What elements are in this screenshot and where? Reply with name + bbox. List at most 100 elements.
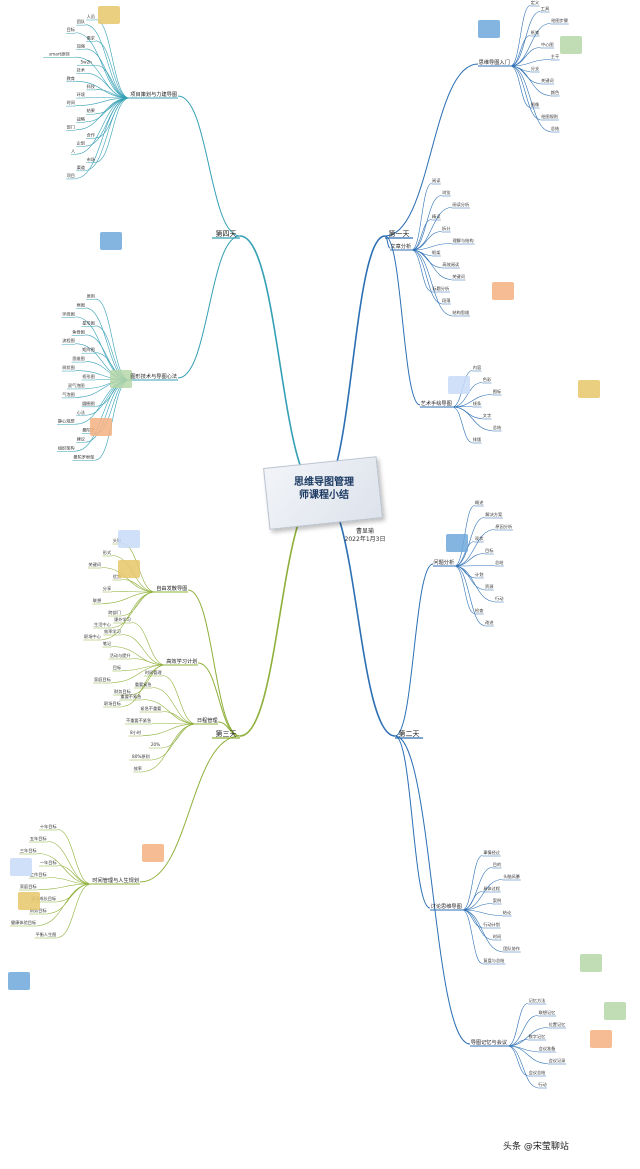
day-label-3: 第二天 (399, 729, 420, 738)
illustration-icon (110, 370, 132, 388)
leaf-line (411, 243, 452, 251)
illustration-icon (8, 972, 30, 990)
leaf-text: 定义 (531, 0, 540, 6)
branch-label: 导图记忆与会议 (471, 1038, 508, 1046)
leaf-text: smart原则 (49, 51, 70, 58)
sub-branch-line (394, 735, 471, 1045)
leaf-text: 星形图 (82, 319, 95, 326)
leaf-line (37, 883, 92, 890)
leaf-text: 颜色 (551, 89, 560, 96)
leaf-text: 市场 (87, 156, 95, 163)
sub-branch-line (187, 589, 241, 737)
leaf-text: 会议总结 (529, 1069, 546, 1076)
leaf-text: 效率 (134, 765, 142, 772)
connector-lines (37, 5, 551, 1088)
leaf-line (57, 829, 92, 885)
leaf-text: 改进 (485, 619, 494, 626)
branch-label: 思维导图入门 (479, 58, 510, 66)
leaf-text: 学习成长目标 (31, 895, 56, 902)
illustration-icon (492, 282, 514, 300)
leaf-text: 标题分析 (432, 285, 449, 292)
leaf-text: 平衡人生图 (35, 931, 56, 938)
leaf-line (507, 1045, 528, 1076)
leaf-text: 双气泡图 (68, 382, 85, 389)
branch-label: 艺术手绘导图 (421, 399, 452, 407)
leaf-text: 纸笔 (531, 29, 539, 36)
leaf-text: 联想 (93, 597, 101, 604)
leaf-text: 环境 (77, 91, 85, 98)
leaf-line (507, 1015, 538, 1047)
leaf-text: 记忆方法 (529, 997, 546, 1004)
leaf-text: 需求 (87, 34, 96, 41)
leaf-line (411, 249, 442, 304)
leaf-text: 团队协作 (503, 945, 521, 952)
leaf-text: 框架 (432, 249, 440, 256)
leaf-line (101, 591, 156, 604)
leaf-line (152, 687, 197, 725)
leaf-line (57, 865, 92, 885)
leaf-text: 文字 (483, 412, 491, 419)
leaf-text: 曼陀罗 (82, 427, 95, 434)
illustration-icon (448, 376, 470, 394)
day-label-1: 第三天 (216, 729, 237, 738)
illustration-icon (478, 20, 500, 38)
leaf-text: 行动计划 (483, 921, 500, 928)
leaf-text: 绘图规则 (541, 113, 558, 120)
leaf-text: 框图 (77, 301, 85, 308)
leaf-line (85, 48, 130, 99)
leaf-line (507, 1045, 548, 1064)
leaf-line (121, 634, 166, 666)
leaf-text: 重要不紧急 (120, 693, 141, 700)
leaf-line (37, 883, 92, 926)
leaf-line (454, 553, 485, 567)
leaf-text: 矩阵图 (82, 346, 95, 353)
leaf-text: 总结 (493, 424, 501, 431)
sub-branch-line (197, 662, 241, 737)
leaf-text: 高效阅读 (442, 261, 459, 268)
leaf-text: 主干 (551, 53, 559, 60)
leaf-text: 桥形图 (82, 373, 95, 380)
leaf-line (111, 664, 166, 683)
leaf-text: 曼陀罗框架 (73, 454, 94, 461)
leaf-line (454, 565, 495, 602)
leaf-text: 流程图 (62, 337, 75, 344)
sub-branch-line (217, 721, 241, 737)
leaf-line (131, 664, 166, 695)
illustration-icon (446, 534, 468, 552)
leaf-text: 检查 (475, 607, 484, 614)
leaf-text: 人 (71, 149, 76, 154)
sub-branch-line (394, 735, 431, 909)
leaf-line (411, 231, 442, 251)
leaf-line (510, 65, 551, 132)
leaf-text: 头脑 (113, 537, 121, 544)
leaf-text: 工作目标 (30, 871, 47, 878)
leaf-text: 建议 (77, 436, 86, 443)
leaf-line (75, 97, 130, 155)
leaf-line (57, 883, 92, 938)
sub-branch-line (384, 63, 479, 237)
leaf-text: 渠道 (77, 164, 86, 171)
illustration-icon (90, 418, 112, 436)
leaf-text: 环绕图 (62, 310, 75, 317)
author-date: 2022年1月3日 (344, 536, 386, 543)
leaf-text: 跨部门 (108, 609, 121, 616)
leaf-text: 加强 (77, 42, 86, 49)
leaf-text: 家庭目标 (94, 676, 111, 683)
sub-branch-line (139, 735, 241, 883)
leaf-text: 健康体验目标 (11, 919, 36, 926)
branch-label: 高效学习计划 (166, 657, 197, 665)
leaf-text: 部门 (67, 123, 75, 130)
leaf-line (510, 65, 541, 120)
leaf-line (507, 1045, 538, 1088)
leaf-line (510, 59, 551, 67)
leaf-line (95, 298, 130, 381)
leaf-line (121, 591, 156, 616)
leaf-text: 数字记忆 (529, 1033, 546, 1040)
leaf-line (131, 658, 166, 666)
leaf-line (462, 903, 493, 911)
leaf-text: 鱼骨图 (72, 328, 85, 335)
leaf-text: 气泡图 (62, 391, 75, 398)
branch-labels: 第四天项目策划与力建导图图形技术与导图心法第三天自由发散导图高效学习计划日程管理… (92, 58, 509, 1046)
leaf-text: 排版 (473, 436, 482, 443)
leaf-line (411, 249, 432, 292)
